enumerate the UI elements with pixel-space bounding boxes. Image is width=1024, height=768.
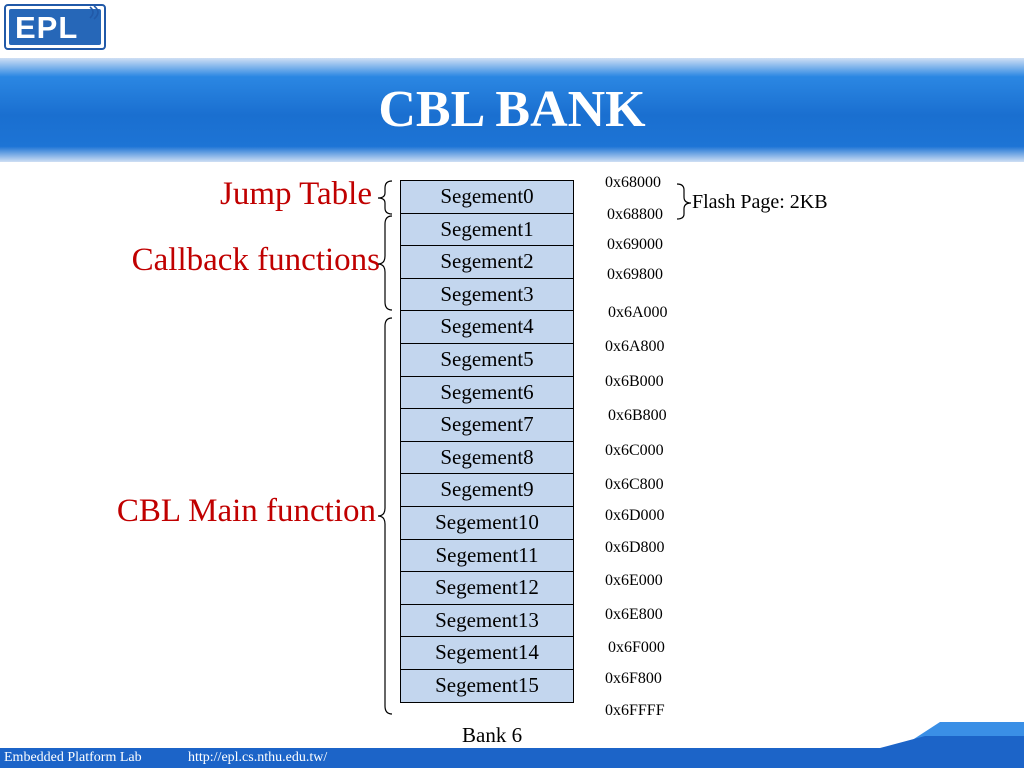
bank-label: Bank 6 — [462, 723, 523, 747]
address-label: 0x6D000 — [605, 507, 665, 524]
segment-box: Segement9 — [400, 473, 574, 507]
address-label: 0x6D800 — [605, 539, 665, 556]
epl-logo: EPL — [4, 4, 106, 50]
address-label: 0x6A800 — [605, 338, 665, 355]
cbl-main-function-label: CBL Main function — [116, 493, 376, 529]
footer-bar: Embedded Platform Lab http://epl.cs.nthu… — [0, 748, 1024, 768]
address-label: 0x69000 — [607, 236, 663, 253]
footer-url[interactable]: http://epl.cs.nthu.edu.tw/ — [188, 750, 328, 765]
address-label: 0x6F000 — [608, 639, 665, 656]
segment-box: Segement10 — [400, 505, 574, 540]
segment-box: Segement4 — [400, 310, 574, 344]
address-label: 0x6C000 — [605, 442, 664, 459]
segment-box: Segement1 — [400, 212, 574, 247]
jump-table-brace — [377, 180, 393, 215]
address-label: 0x6FFFF — [605, 702, 665, 719]
footer-lab-name: Embedded Platform Lab — [4, 750, 142, 765]
segment-box: Segement15 — [400, 668, 574, 703]
flash-page-note: Flash Page: 2KB — [692, 191, 828, 213]
top-bar: EPL — [0, 0, 1024, 56]
logo-text: EPL — [15, 10, 79, 45]
address-label: 0x6C800 — [605, 476, 664, 493]
address-label: 0x6F800 — [605, 670, 662, 687]
address-label: 0x6E800 — [605, 606, 663, 623]
segment-box: Segement13 — [400, 603, 574, 638]
address-label: 0x68800 — [607, 206, 663, 223]
main-function-brace — [377, 317, 393, 715]
segment-column: Segement0 Segement1 Segement2 Segement3 … — [400, 180, 574, 703]
signal-waves-icon — [89, 6, 99, 20]
address-label: 0x6B800 — [608, 407, 667, 424]
segment-box: Segement3 — [400, 277, 574, 312]
title-banner — [0, 58, 1024, 162]
segment-box: Segement2 — [400, 245, 574, 279]
footer-wave — [880, 722, 1024, 750]
callback-brace — [377, 215, 393, 311]
address-label: 0x68000 — [605, 174, 661, 191]
address-label: 0x6A000 — [608, 304, 668, 321]
segment-box: Segement7 — [400, 408, 574, 442]
slide-title: CBL BANK — [378, 81, 646, 138]
jump-table-label: Jump Table — [220, 176, 372, 212]
flash-page-brace — [676, 183, 692, 220]
segment-box: Segement5 — [400, 342, 574, 377]
segment-box: Segement14 — [400, 636, 574, 670]
address-label: 0x6E000 — [605, 572, 663, 589]
segment-box: Segement12 — [400, 571, 574, 605]
segment-box: Segement6 — [400, 375, 574, 410]
callback-functions-label: Callback functions — [131, 242, 380, 278]
address-label: 0x69800 — [607, 266, 663, 283]
segment-box: Segement11 — [400, 538, 574, 573]
segment-box: Segement0 — [400, 180, 574, 214]
address-label: 0x6B000 — [605, 373, 664, 390]
